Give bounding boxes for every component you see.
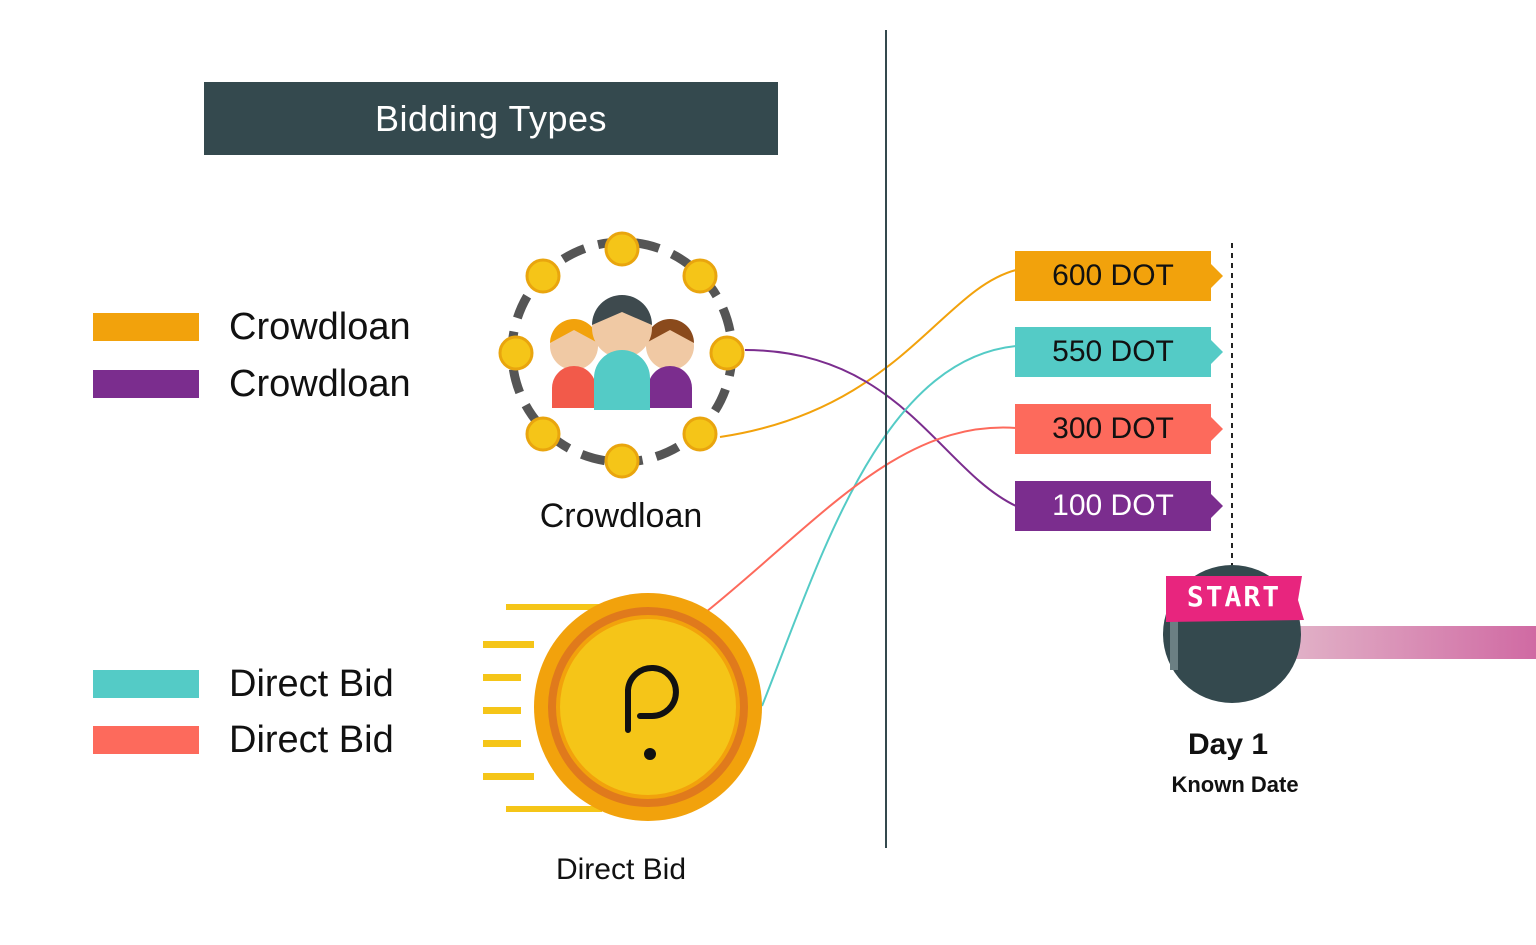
tag-arrow-icon <box>1211 264 1223 288</box>
connector-crowdloan-600 <box>719 269 1017 438</box>
bid-tag-label: 600 DOT <box>1052 259 1174 292</box>
bid-tag-300: 300 DOT <box>1015 404 1223 454</box>
legend-swatch-red <box>93 726 199 754</box>
day-label: Day 1 <box>1187 728 1269 761</box>
connector-direct-300 <box>705 426 1017 613</box>
direct-bid-caption: Direct Bid <box>555 853 687 886</box>
legend-swatch-orange <box>93 313 199 341</box>
tag-arrow-icon <box>1211 417 1223 441</box>
bid-tag-100: 100 DOT <box>1015 481 1223 531</box>
start-label: START <box>1186 580 1282 613</box>
connector-crowdloan-100 <box>744 349 1017 507</box>
section-divider <box>885 30 887 848</box>
connector-direct-550 <box>761 345 1017 707</box>
legend-item: Direct Bid <box>93 719 394 761</box>
bid-tag-label: 550 DOT <box>1052 335 1174 368</box>
bid-tag-label: 300 DOT <box>1052 412 1174 445</box>
crowdloan-caption: Crowdloan <box>539 497 703 535</box>
legend-label: Crowdloan <box>229 362 411 405</box>
tag-arrow-icon <box>1211 494 1223 518</box>
legend-swatch-teal <box>93 670 199 698</box>
legend-swatch-purple <box>93 370 199 398</box>
start-flag-ball-icon <box>1163 565 1536 703</box>
bid-tag-550: 550 DOT <box>1015 327 1223 377</box>
bid-tag-label: 100 DOT <box>1052 489 1174 522</box>
legend-item: Direct Bid <box>93 663 394 705</box>
page-title: Bidding Types <box>204 82 778 155</box>
legend-item: Crowdloan <box>93 306 411 348</box>
legend-label: Direct Bid <box>229 662 394 705</box>
people-group-with-coins-icon <box>498 231 745 479</box>
tag-arrow-icon <box>1211 340 1223 364</box>
legend-item: Crowdloan <box>93 363 411 405</box>
legend-label: Crowdloan <box>229 305 411 348</box>
day-sublabel: Known Date <box>1171 772 1299 797</box>
bid-tag-600: 600 DOT <box>1015 251 1223 301</box>
polkadot-coin-icon <box>483 593 762 821</box>
legend-label: Direct Bid <box>229 718 394 761</box>
